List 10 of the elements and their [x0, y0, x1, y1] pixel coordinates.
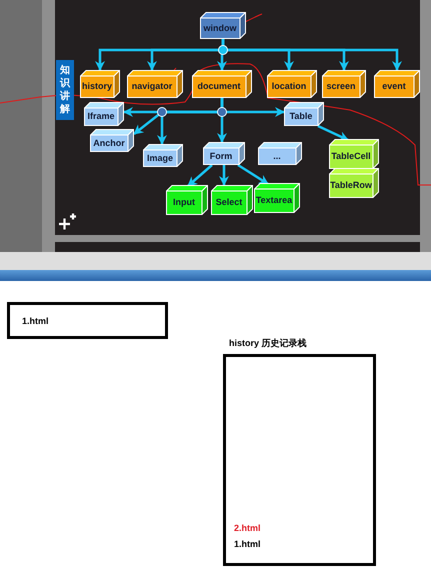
stack-entry: 1.html	[234, 539, 261, 549]
arrow	[219, 165, 229, 186]
arrow	[237, 164, 269, 186]
side-tab: 知识讲解	[56, 60, 74, 120]
page-box: 1.html	[7, 302, 168, 339]
arrow	[317, 124, 349, 142]
stack-heading: history 历史记录栈	[229, 337, 307, 350]
stack-entry: 2.html	[234, 523, 261, 533]
arrow	[220, 98, 285, 117]
arrow	[187, 164, 213, 187]
